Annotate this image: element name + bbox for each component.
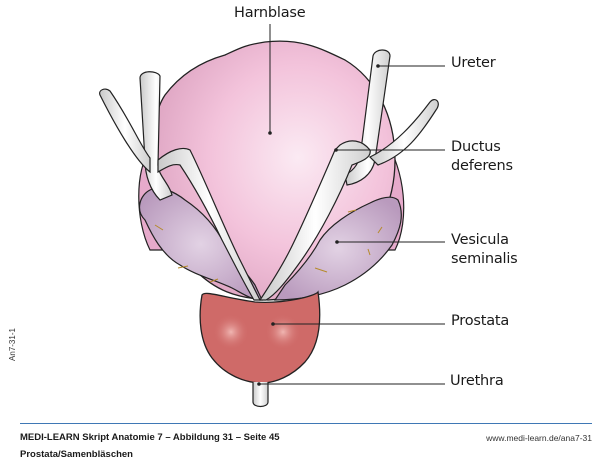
prostata-lobe-right: [265, 314, 301, 350]
vesicula-accents: [154, 209, 383, 283]
vesicula-seminalis-left: [138, 187, 263, 301]
label-urethra: Urethra: [450, 373, 504, 389]
urethra: [252, 382, 269, 408]
ductus-deferens-right-outer: [368, 98, 439, 166]
label-prostata: Prostata: [451, 313, 510, 329]
label-ureter: Ureter: [451, 55, 496, 71]
ductus-deferens-right: [258, 140, 371, 301]
vesicula-seminalis-right: [273, 196, 402, 301]
label-vesicula-seminalis: Vesicula seminalis: [451, 232, 518, 267]
footer-divider: [20, 423, 592, 424]
prostata-lobe-left: [213, 314, 249, 350]
ductus-deferens-left: [157, 147, 261, 301]
leader-lines: [259, 24, 445, 385]
ductus-deferens-left-outer: [99, 88, 151, 174]
label-harnblase: Harnblase: [234, 5, 306, 21]
label-ductus-deferens: Ductus deferens: [451, 139, 513, 174]
footer-url[interactable]: www.medi-learn.de/ana7-31: [486, 433, 592, 443]
leader-dots: [257, 64, 380, 386]
figure-id: An7-31-1: [7, 328, 17, 361]
footer-subtitle: Prostata/Samenbläschen: [20, 449, 133, 460]
footer-source: MEDI-LEARN Skript Anatomie 7 – Abbildung…: [20, 432, 280, 443]
